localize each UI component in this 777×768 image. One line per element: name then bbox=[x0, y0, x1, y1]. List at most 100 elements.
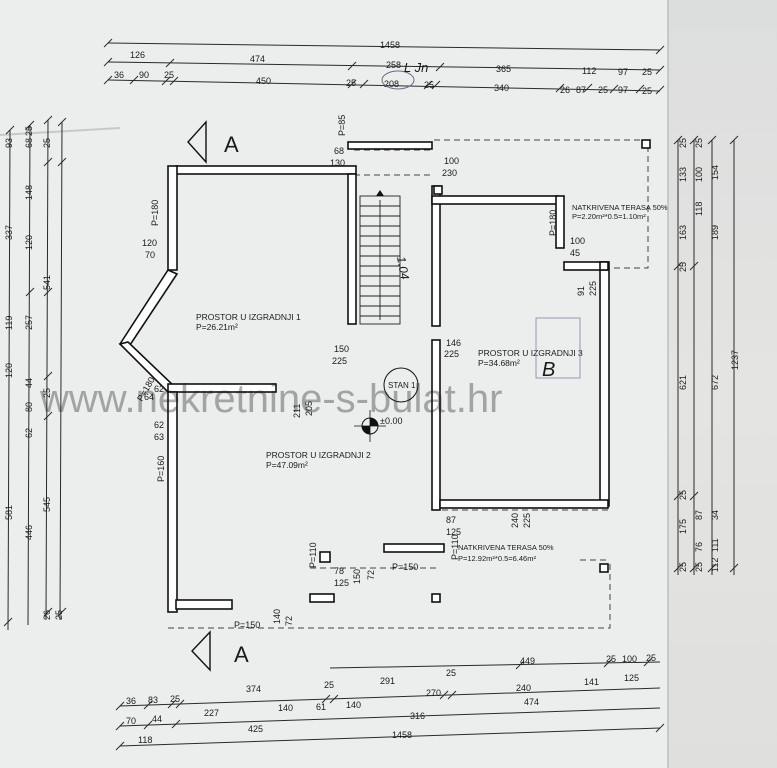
dim-right: 672 bbox=[710, 375, 720, 390]
opening-label: 205 bbox=[304, 401, 314, 416]
dim-top: 25 bbox=[164, 70, 174, 80]
dim-left: 446 bbox=[24, 525, 34, 540]
dim-left: 120 bbox=[24, 235, 34, 250]
opening-label: 100 bbox=[570, 236, 585, 246]
dim-top: 97 bbox=[618, 67, 628, 77]
dim-right: 112 bbox=[710, 558, 720, 572]
dim-right: 87 bbox=[694, 510, 704, 520]
dim-left: 257 bbox=[24, 315, 34, 330]
opening-label: P=110 bbox=[308, 542, 318, 568]
dim-left: 25 bbox=[42, 138, 52, 148]
svg-text:A: A bbox=[224, 132, 239, 157]
dim-bottom: 118 bbox=[138, 735, 152, 745]
handwritten-circle bbox=[381, 70, 415, 90]
dim-top: 25 bbox=[346, 78, 356, 88]
opening-label: 140 bbox=[272, 609, 282, 624]
dim-bottom: 291 bbox=[380, 676, 395, 686]
dim-bottom: 140 bbox=[278, 703, 293, 713]
dim-bottom: 61 bbox=[316, 702, 326, 712]
room-area: P=26.21m² bbox=[196, 322, 238, 332]
dim-top: 112 bbox=[582, 66, 596, 76]
opening-label: 91 bbox=[576, 286, 586, 296]
opening-label: 150 bbox=[334, 344, 349, 354]
dim-top: 450 bbox=[256, 76, 271, 86]
dim-right: 118 bbox=[694, 202, 704, 216]
opening-label: P=180 bbox=[548, 210, 558, 236]
unit-marker: STAN 1 bbox=[383, 367, 419, 403]
opening-label: 125 bbox=[446, 527, 461, 537]
room-name: PROSTOR U IZGRADNJI 1 bbox=[196, 312, 301, 322]
handwritten-box bbox=[535, 317, 581, 379]
dim-left: 62 bbox=[24, 428, 34, 438]
opening-label: P=180 bbox=[150, 200, 160, 226]
opening-label: 62 bbox=[154, 420, 164, 430]
svg-text:A: A bbox=[234, 642, 249, 667]
dim-top: 208 bbox=[384, 79, 399, 89]
handwritten-note: 1.04 bbox=[394, 255, 412, 281]
opening-label: 230 bbox=[442, 168, 457, 178]
dim-bottom: 316 bbox=[410, 711, 425, 721]
dim-bottom: 449 bbox=[520, 656, 535, 666]
dim-top: 87 bbox=[576, 85, 586, 95]
opening-label: 225 bbox=[522, 513, 532, 528]
room-name: PROSTOR U IZGRADNJI 3 bbox=[478, 348, 583, 358]
dim-right: 25 bbox=[694, 562, 704, 572]
room-area: P=47.09m² bbox=[266, 460, 308, 470]
dim-bottom: 140 bbox=[346, 700, 361, 710]
opening-label: 150 bbox=[352, 569, 362, 584]
dim-bottom: 25 bbox=[446, 668, 456, 678]
dim-left: 80 bbox=[24, 402, 34, 412]
dim-top: 25 bbox=[642, 67, 652, 77]
dim-bottom: 141 bbox=[584, 677, 599, 687]
dim-left: 119 bbox=[4, 316, 14, 330]
dim-top: 36 bbox=[114, 70, 124, 80]
handwritten-note: B bbox=[542, 359, 555, 381]
opening-label: 72 bbox=[366, 570, 376, 580]
opening-label: 78 bbox=[334, 566, 344, 576]
dim-right: 175 bbox=[678, 519, 688, 534]
unit-label: STAN 1 bbox=[388, 381, 416, 390]
dim-right: 111 bbox=[710, 538, 720, 552]
room-area: P=34.68m² bbox=[478, 358, 520, 368]
terrace-name: NATKRIVENA TERASA 50% bbox=[458, 543, 554, 552]
terrace-area: P=2.20m²*0.5=1.10m² bbox=[572, 212, 646, 221]
dashed-outlines bbox=[168, 139, 649, 629]
dim-bottom: 70 bbox=[126, 716, 136, 726]
handwritten-note: L Jn bbox=[404, 60, 428, 75]
dim-left: 120 bbox=[4, 363, 14, 378]
dim-top: 126 bbox=[130, 50, 145, 60]
opening-labels: P=85 68 130 100 230 P=180 120 70 P=180 1… bbox=[135, 115, 598, 630]
dim-left: 93 bbox=[4, 138, 14, 148]
dim-top: 474 bbox=[250, 54, 265, 64]
section-marker-bottom: A bbox=[191, 630, 249, 672]
dim-right: 34 bbox=[710, 510, 720, 520]
dim-left: 541 bbox=[42, 275, 52, 290]
dim-top: 25 bbox=[424, 80, 434, 90]
opening-label: 70 bbox=[145, 250, 155, 260]
dim-top: 25 bbox=[598, 85, 608, 95]
dim-bottom: 125 bbox=[624, 673, 639, 683]
terrace-area: P=12.92m²*0.5=6.46m² bbox=[458, 554, 536, 563]
watermark: www.nekretnine-s-bulat.hr bbox=[39, 377, 502, 421]
dim-right: 100 bbox=[694, 167, 704, 182]
dim-bottom: 474 bbox=[524, 697, 539, 707]
opening-label: 125 bbox=[334, 578, 349, 588]
opening-label: 72 bbox=[284, 616, 294, 626]
section-marker-top: A bbox=[187, 120, 239, 164]
dim-bottom: 270 bbox=[426, 688, 441, 698]
dim-left: 26 bbox=[42, 610, 52, 620]
opening-label: P=110 bbox=[450, 534, 460, 560]
terrace-name: NATKRIVENA TERASA 50% bbox=[572, 203, 668, 212]
dim-left: 545 bbox=[42, 497, 52, 512]
dim-right: 163 bbox=[678, 225, 688, 240]
dim-left: 44 bbox=[24, 378, 34, 388]
level-label: ±0.00 bbox=[380, 416, 402, 426]
opening-label: 64 bbox=[144, 392, 154, 402]
level-marker: ±0.00 bbox=[354, 410, 402, 442]
walls bbox=[118, 139, 651, 613]
opening-label: P=160 bbox=[156, 456, 166, 482]
dim-top: 340 bbox=[494, 83, 509, 93]
dim-top: 26 bbox=[560, 85, 570, 95]
dim-right: 133 bbox=[678, 167, 688, 182]
